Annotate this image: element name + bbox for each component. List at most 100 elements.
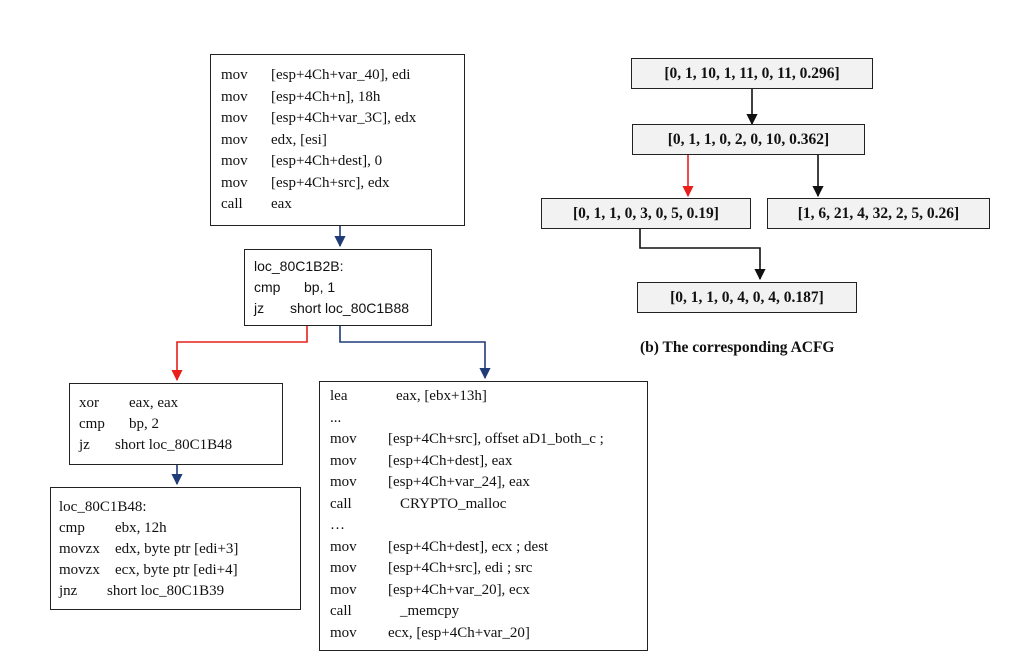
asm-operands: eax, [ebx+13h] — [396, 388, 487, 404]
asm-line: cmp bp, 2 — [79, 414, 279, 435]
asm-opcode: jz — [79, 437, 90, 453]
cfg-block-c: xor eax, eax cmp bp, 2 jz short loc_80C1B48 — [69, 383, 283, 465]
asm-line: loc_80C1B48: — [59, 497, 299, 518]
asm-operands: [esp+4Ch+dest], eax — [388, 452, 513, 469]
asm-operands: ecx, [esp+4Ch+var_20] — [388, 624, 530, 641]
asm-operands: short loc_80C1B88 — [290, 300, 410, 316]
asm-operands: [esp+4Ch+src], edx — [271, 174, 390, 191]
cfg-block-e: lea eax, [ebx+13h]... mov [esp+4Ch+src], of… — [319, 381, 648, 651]
asm-line: mov [esp+4Ch+var_24], eax — [330, 472, 645, 494]
asm-opcode: cmp — [59, 520, 85, 536]
asm-operands: [esp+4Ch+src], offset aD1_both_c ; — [388, 431, 604, 447]
asm-opcode: lea — [330, 388, 348, 404]
asm-opcode: mov — [221, 67, 248, 83]
acfg-node-1: [0, 1, 10, 1, 11, 0, 11, 0.296] — [631, 58, 873, 89]
asm-operands: CRYPTO_malloc — [400, 495, 507, 512]
acfg-node-2: [0, 1, 1, 0, 2, 0, 10, 0.362] — [632, 124, 865, 155]
asm-opcode: ... — [330, 409, 342, 426]
cfg-block-d: loc_80C1B48:cmp ebx, 12h movzx edx, byte pt… — [50, 487, 301, 610]
asm-line: ... — [330, 408, 645, 430]
asm-operands: bp, 1 — [304, 279, 336, 295]
asm-opcode: mov — [330, 538, 357, 555]
asm-operands: [esp+4Ch+dest], 0 — [271, 153, 383, 169]
asm-line: call _memcpy — [330, 601, 645, 623]
asm-operands: bp, 2 — [129, 416, 159, 432]
asm-opcode: mov — [330, 474, 357, 490]
asm-operands: eax — [271, 196, 292, 212]
asm-operands: [esp+4Ch+var_3C], edx — [271, 110, 417, 126]
acfg-caption: (b) The corresponding ACFG — [640, 339, 835, 356]
asm-line: jz short loc_80C1B48 — [79, 435, 279, 456]
asm-operands: edx, byte ptr [edi+3] — [115, 541, 239, 557]
asm-opcode: xor — [79, 395, 99, 411]
cfg-block-b: loc_80C1B2B:cmp bp, 1 jz short loc_80C1B88 — [244, 249, 432, 326]
asm-operands: _memcpy — [400, 603, 460, 619]
asm-opcode: movzx — [59, 541, 100, 557]
asm-opcode: mov — [221, 131, 248, 148]
asm-line: mov [esp+4Ch+n], 18h — [221, 87, 461, 109]
asm-line: loc_80C1B2B: — [254, 256, 429, 277]
edge-b-to-e-false — [339, 326, 491, 380]
asm-opcode: mov — [221, 110, 248, 126]
asm-opcode: loc_80C1B2B: — [254, 258, 344, 274]
asm-line: movzx ecx, byte ptr [edi+4] — [59, 560, 299, 581]
asm-opcode: mov — [330, 452, 357, 469]
asm-operands: edx, [esi] — [271, 131, 327, 148]
acfg-node-3: [0, 1, 1, 0, 3, 0, 5, 0.19] — [541, 198, 751, 229]
asm-operands: [esp+4Ch+src], edi ; src — [388, 560, 533, 576]
asm-opcode: loc_80C1B48: — [59, 499, 147, 515]
asm-operands: [esp+4Ch+var_40], edi — [271, 67, 411, 83]
cfg-block-a: mov [esp+4Ch+var_40], edi mov [esp+4Ch+n], … — [210, 54, 465, 226]
asm-line: call eax — [221, 194, 461, 216]
asm-opcode: mov — [221, 153, 248, 169]
asm-opcode: mov — [330, 624, 357, 641]
asm-line: mov [esp+4Ch+src], offset aD1_both_c ; — [330, 429, 645, 451]
asm-operands: [esp+4Ch+n], 18h — [271, 88, 381, 105]
acfg-node-4: [1, 6, 21, 4, 32, 2, 5, 0.26] — [767, 198, 990, 229]
asm-line: jz short loc_80C1B88 — [254, 298, 429, 319]
asm-line: mov edx, [esi] — [221, 130, 461, 152]
asm-line: cmp bp, 1 — [254, 277, 429, 298]
asm-line: mov [esp+4Ch+dest], ecx ; dest — [330, 537, 645, 559]
asm-opcode: movzx — [59, 562, 100, 578]
asm-line: mov [esp+4Ch+src], edx — [221, 173, 461, 195]
asm-operands: ecx, byte ptr [edi+4] — [115, 562, 238, 578]
asm-line: call CRYPTO_malloc — [330, 494, 645, 516]
asm-opcode: mov — [221, 88, 248, 105]
asm-line: mov [esp+4Ch+var_40], edi — [221, 65, 461, 87]
asm-opcode: jnz — [59, 583, 78, 599]
asm-opcode: call — [221, 196, 243, 212]
asm-line: xor eax, eax — [79, 393, 279, 414]
asm-operands: [esp+4Ch+var_20], ecx — [388, 581, 530, 598]
asm-opcode: mov — [221, 174, 248, 191]
asm-opcode: cmp — [79, 416, 105, 432]
asm-opcode: jz — [254, 300, 265, 316]
asm-opcode: mov — [330, 560, 357, 576]
acfg-node-5: [0, 1, 1, 0, 4, 0, 4, 0.187] — [637, 282, 857, 313]
asm-operands: [esp+4Ch+var_24], eax — [388, 474, 530, 490]
asm-line: movzx edx, byte ptr [edi+3] — [59, 539, 299, 560]
edge-n3-to-n5 — [639, 229, 766, 281]
asm-operands: short loc_80C1B39 — [107, 583, 225, 599]
asm-line: mov [esp+4Ch+var_20], ecx — [330, 580, 645, 602]
asm-line: mov ecx, [esp+4Ch+var_20] — [330, 623, 645, 645]
asm-opcode: cmp — [254, 279, 281, 295]
asm-line: jnz short loc_80C1B39 — [59, 581, 299, 602]
asm-line: lea eax, [ebx+13h] — [330, 386, 645, 408]
asm-opcode: call — [330, 495, 352, 512]
asm-operands: ebx, 12h — [115, 520, 167, 536]
asm-line: cmp ebx, 12h — [59, 518, 299, 539]
edge-b-to-c-true — [171, 326, 308, 382]
asm-line: mov [esp+4Ch+var_3C], edx — [221, 108, 461, 130]
asm-line: mov [esp+4Ch+dest], 0 — [221, 151, 461, 173]
asm-line: mov [esp+4Ch+dest], eax — [330, 451, 645, 473]
asm-operands: short loc_80C1B48 — [115, 437, 233, 453]
asm-opcode: mov — [330, 581, 357, 598]
asm-opcode: mov — [330, 431, 357, 447]
asm-opcode: call — [330, 603, 352, 619]
asm-line: … — [330, 515, 645, 537]
asm-operands: eax, eax — [129, 395, 179, 411]
asm-operands: [esp+4Ch+dest], ecx ; dest — [388, 538, 549, 555]
